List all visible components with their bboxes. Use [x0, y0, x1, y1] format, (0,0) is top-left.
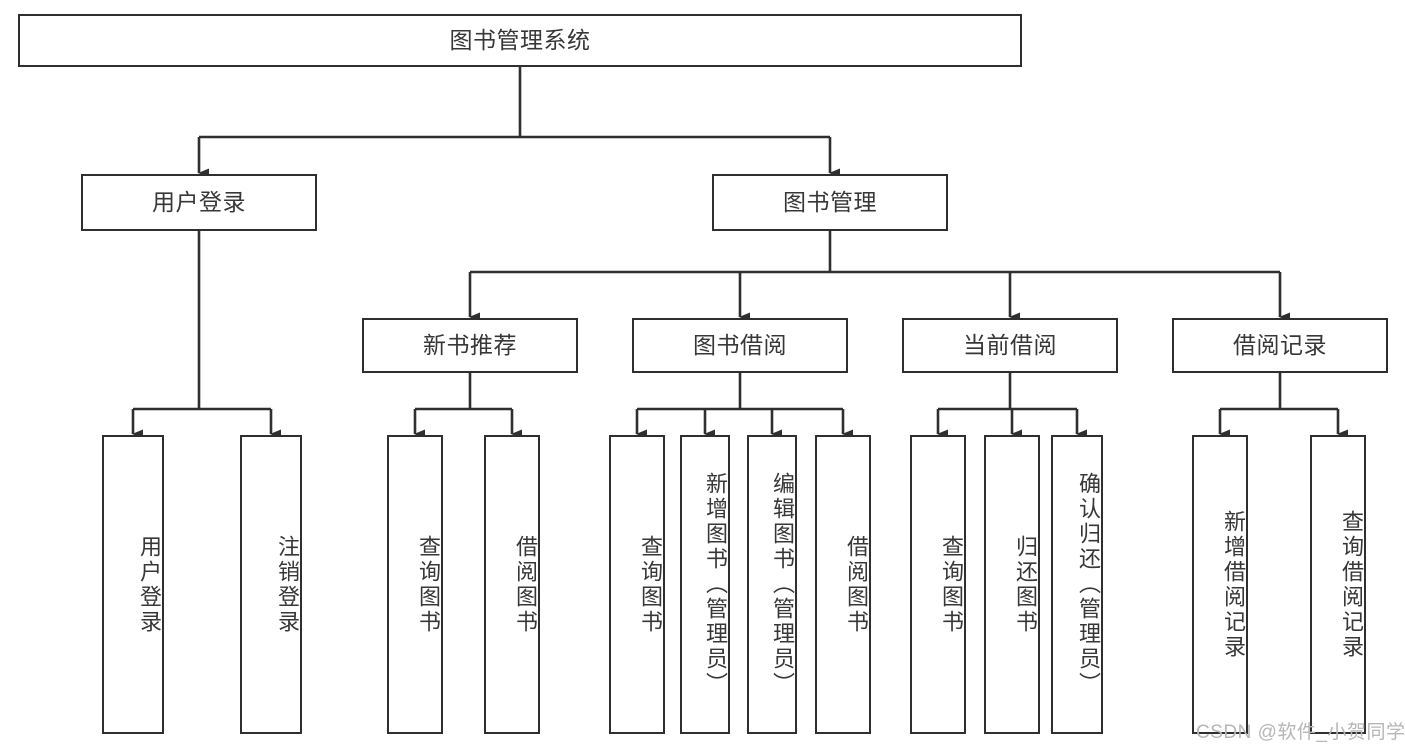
node-label: 查询图书: [638, 534, 663, 635]
node-label: 图书管理系统: [449, 26, 591, 53]
node-root[interactable]: 图书管理系统: [18, 14, 1022, 67]
node-label: 借阅记录: [1233, 331, 1327, 358]
node-l-edit[interactable]: 编辑图书（管理员）: [747, 435, 797, 734]
node-label: 当前借阅: [963, 331, 1057, 358]
node-login[interactable]: 用户登录: [81, 174, 317, 231]
node-label: 新增借阅记录: [1221, 509, 1246, 660]
node-l-query1[interactable]: 查询图书: [387, 435, 443, 734]
node-label: 编辑图书（管理员）: [770, 472, 795, 697]
node-label: 新增图书（管理员）: [703, 472, 728, 697]
node-l-logout[interactable]: 注销登录: [240, 435, 302, 734]
node-label: 查询图书: [416, 534, 441, 635]
node-l-addrec[interactable]: 新增借阅记录: [1192, 435, 1248, 734]
node-bookmgmt[interactable]: 图书管理: [712, 174, 948, 231]
node-l-borrow2[interactable]: 借阅图书: [815, 435, 871, 734]
node-label: 用户登录: [137, 534, 162, 635]
node-l-return[interactable]: 归还图书: [984, 435, 1040, 734]
node-l-add[interactable]: 新增图书（管理员）: [680, 435, 730, 734]
node-label: 归还图书: [1013, 534, 1038, 635]
node-label: 查询图书: [939, 534, 964, 635]
csdn-watermark: CSDN @软件_小贺同学: [1196, 722, 1405, 743]
node-current[interactable]: 当前借阅: [902, 318, 1118, 373]
node-label: 新书推荐: [423, 331, 517, 358]
node-records[interactable]: 借阅记录: [1172, 318, 1388, 373]
node-label: 查询借阅记录: [1339, 509, 1364, 660]
node-l-query2[interactable]: 查询图书: [609, 435, 665, 734]
node-label: 用户登录: [152, 188, 246, 215]
node-label: 注销登录: [275, 534, 300, 635]
node-label: 借阅图书: [513, 534, 538, 635]
node-l-queryrec[interactable]: 查询借阅记录: [1310, 435, 1366, 734]
node-l-confirm[interactable]: 确认归还（管理员）: [1051, 435, 1103, 734]
node-label: 借阅图书: [844, 534, 869, 635]
node-label: 图书借阅: [693, 331, 787, 358]
node-l-query3[interactable]: 查询图书: [910, 435, 966, 734]
node-l-login[interactable]: 用户登录: [102, 435, 164, 734]
node-borrow[interactable]: 图书借阅: [632, 318, 848, 373]
node-label: 图书管理: [783, 188, 877, 215]
node-l-borrow1[interactable]: 借阅图书: [484, 435, 540, 734]
node-label: 确认归还（管理员）: [1076, 472, 1101, 697]
node-newbook[interactable]: 新书推荐: [362, 318, 578, 373]
